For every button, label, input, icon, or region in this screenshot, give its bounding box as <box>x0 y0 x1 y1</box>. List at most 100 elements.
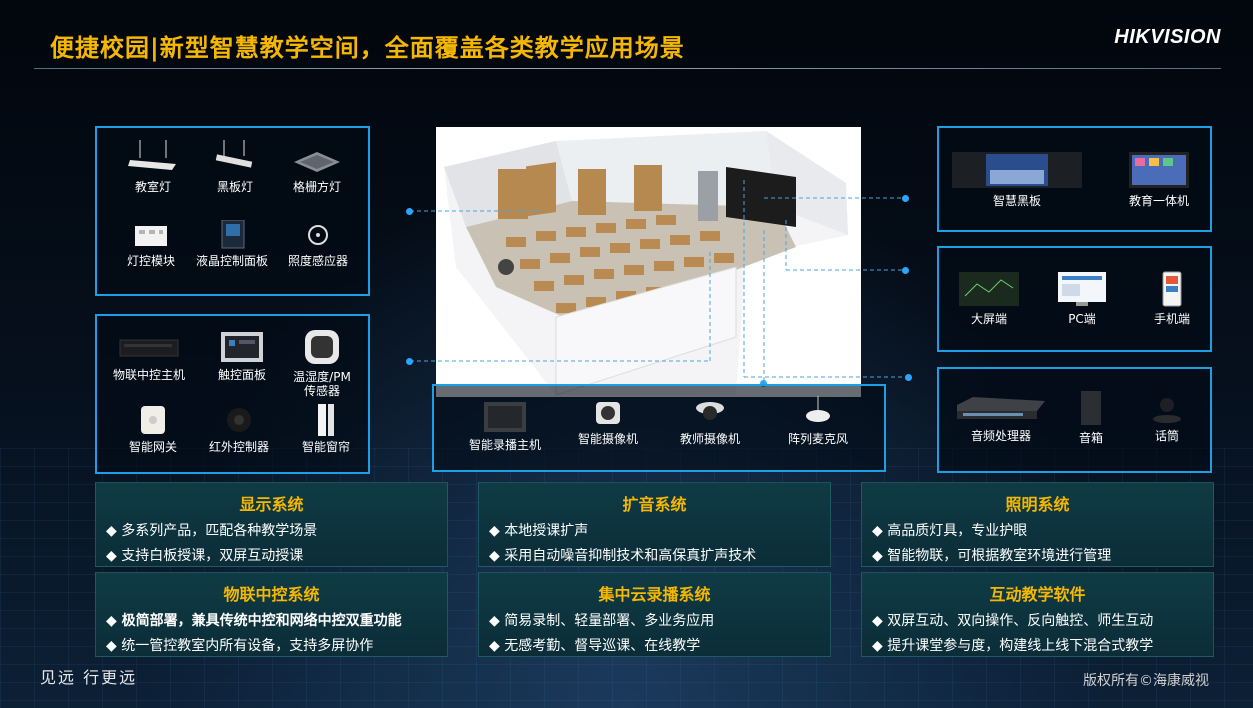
system-card-line: ◆ 采用自动噪音抑制技术和高保真扩声技术 <box>489 548 757 564</box>
system-card-interactive-software: 互动教学软件 ◆ 双屏互动、双向操作、反向触控、师生互动 ◆ 提升课堂参与度，构… <box>861 572 1214 657</box>
system-card-title: 集中云录播系统 <box>598 585 711 604</box>
system-card-title: 显示系统 <box>239 495 304 514</box>
device-label: 温湿度/PM <box>293 370 351 384</box>
microphone-icon <box>1153 398 1181 423</box>
device-label-line2: 传感器 <box>303 384 340 398</box>
smart-camera-device: 智能摄像机 <box>570 396 646 446</box>
device-label: 黑板灯 <box>216 180 253 194</box>
device-label: 话筒 <box>1154 429 1179 443</box>
terminal-device-panel: 大屏端 PC端 手机端 <box>937 246 1212 352</box>
env-sensor-icon <box>305 330 339 364</box>
footer-slogan: 见远 行更远 <box>40 668 138 687</box>
illuminance-sensor-device: 照度感应器 <box>283 220 353 268</box>
system-card-iot-control: 物联中控系统 ◆ 极简部署，兼具传统中控和网络中控双重功能 ◆ 统一管控教室内所… <box>95 572 448 657</box>
blackboard-light-device: 黑板灯 <box>205 138 265 194</box>
curtain-motor-icon <box>318 404 334 436</box>
grille-light-icon <box>294 152 340 172</box>
display-device-panel: 智慧黑板 教育一体机 <box>937 126 1212 232</box>
system-card-line: ◆ 提升课堂参与度，构建线上线下混合式教学 <box>872 638 1154 654</box>
touch-panel-icon <box>221 332 263 362</box>
speaker-device: 音箱 <box>1065 389 1117 445</box>
classroom-light-device: 教室灯 <box>123 138 183 194</box>
light-sensor-icon <box>308 225 328 245</box>
device-label: 音箱 <box>1078 431 1103 445</box>
ceiling-mic-icon <box>806 396 830 422</box>
audio-processor-icon <box>957 397 1045 419</box>
ir-controller-icon <box>227 408 251 432</box>
system-card-line: ◆ 支持白板授课，双屏互动授课 <box>106 548 304 564</box>
lcd-panel-icon <box>221 220 245 249</box>
env-sensor-device: 温湿度/PM 传感器 <box>287 328 357 398</box>
ceiling-light-icon <box>128 140 176 170</box>
light-control-module-device: 灯控模块 <box>111 220 191 268</box>
connector-dot <box>902 267 909 274</box>
device-label: 智能窗帘 <box>301 440 350 454</box>
footer-copyright: 版权所有©海康威视 <box>1083 673 1209 689</box>
education-all-in-one-device: 教育一体机 <box>1119 150 1199 208</box>
control-module-icon <box>135 226 167 246</box>
system-card-display: 显示系统 ◆ 多系列产品，匹配各种教学场景 ◆ 支持白板授课，双屏互动授课 <box>95 482 448 567</box>
system-card-line: ◆ 多系列产品，匹配各种教学场景 <box>106 523 318 539</box>
system-card-title: 照明系统 <box>1005 495 1070 514</box>
classroom-3d-image <box>444 131 848 396</box>
device-label: 物联中控主机 <box>112 368 185 382</box>
system-card-title: 互动教学软件 <box>989 585 1086 604</box>
system-card-cloud-recording: 集中云录播系统 ◆ 简易录制、轻量部署、多业务应用 ◆ 无感考勤、督导巡课、在线… <box>478 572 831 657</box>
array-microphone-device: 阵列麦克风 <box>780 396 856 446</box>
ptz-camera-icon <box>596 402 620 424</box>
device-label: 教师摄像机 <box>679 432 740 446</box>
device-label: 智能网关 <box>128 440 177 454</box>
smart-gateway-device: 智能网关 <box>115 404 191 454</box>
system-card-line: ◆ 极简部署，兼具传统中控和网络中控双重功能 <box>106 613 402 629</box>
device-label: 触控面板 <box>217 368 266 382</box>
device-label: 灯控模块 <box>126 254 175 268</box>
device-label: 照度感应器 <box>287 254 348 268</box>
mobile-phone-icon <box>1162 271 1182 307</box>
device-label: 智能摄像机 <box>577 432 638 446</box>
iot-host-icon <box>119 339 179 357</box>
large-screen-terminal: 大屏端 <box>953 270 1025 326</box>
speaker-icon <box>1081 391 1101 425</box>
device-label: 智慧黑板 <box>992 194 1041 208</box>
page-title: 便捷校园|新型智慧教学空间，全面覆盖各类教学应用场景 <box>50 34 685 62</box>
iot-host-device: 物联中控主机 <box>107 330 191 382</box>
system-card-line: ◆ 智能物联，可根据教室环境进行管理 <box>872 548 1112 564</box>
device-label: 阵列麦克风 <box>787 432 848 446</box>
classroom-illustration <box>436 127 861 397</box>
system-card-line: ◆ 本地授课扩声 <box>489 523 589 539</box>
pc-monitor-icon <box>1058 272 1106 306</box>
device-label: PC端 <box>1068 312 1096 326</box>
device-label: 教室灯 <box>134 180 171 194</box>
mobile-terminal: 手机端 <box>1139 270 1205 326</box>
lcd-control-panel-device: 液晶控制面板 <box>189 220 275 268</box>
device-label: 液晶控制面板 <box>195 254 268 268</box>
system-card-line: ◆ 统一管控教室内所有设备，支持多屏协作 <box>106 638 374 654</box>
system-card-lighting: 照明系统 ◆ 高品质灯具，专业护眼 ◆ 智能物联，可根据教室环境进行管理 <box>861 482 1214 567</box>
large-screen-icon <box>959 272 1019 306</box>
connector-dot <box>406 208 413 215</box>
device-label: 手机端 <box>1153 312 1190 326</box>
teacher-camera-device: 教师摄像机 <box>672 396 748 446</box>
grille-light-device: 格栅方灯 <box>285 138 349 194</box>
recording-host-device: 智能录播主机 <box>462 398 548 452</box>
hikvision-logo: HIKVISION <box>1114 26 1221 48</box>
recording-host-icon <box>484 402 526 432</box>
connector-dot <box>760 380 767 387</box>
gateway-icon <box>141 406 165 434</box>
iot-device-panel: 物联中控主机 触控面板 温湿度/PM 传感器 智能网关 红外控制器 智能窗帘 <box>95 314 370 474</box>
system-card-title: 物联中控系统 <box>223 585 320 604</box>
system-card-title: 扩音系统 <box>622 495 687 514</box>
recording-device-panel: 智能录播主机 智能摄像机 教师摄像机 阵列麦克风 <box>432 384 886 472</box>
connector-dot <box>905 374 912 381</box>
device-label: 音频处理器 <box>970 429 1031 443</box>
dome-camera-icon <box>696 402 724 420</box>
smart-blackboard-icon <box>952 152 1082 188</box>
device-label: 大屏端 <box>970 312 1007 326</box>
audio-device-panel: 音频处理器 音箱 话筒 <box>937 367 1212 473</box>
device-label: 格栅方灯 <box>292 180 341 194</box>
connector-dot <box>902 195 909 202</box>
audio-processor-device: 音频处理器 <box>953 395 1049 443</box>
microphone-device: 话筒 <box>1139 395 1195 443</box>
system-card-line: ◆ 无感考勤、督导巡课、在线教学 <box>489 638 701 654</box>
